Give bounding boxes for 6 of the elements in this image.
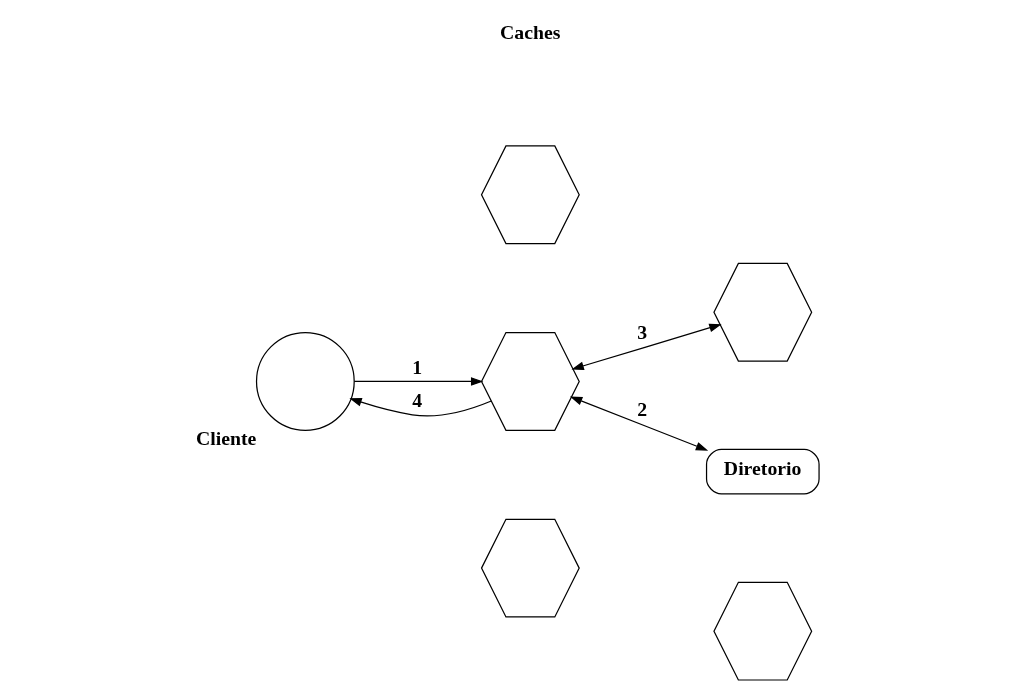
edge-label: 1 [412,355,423,378]
node-label: Cliente [195,426,257,449]
edge-label: 2 [637,397,648,420]
edge-label: 4 [412,389,423,412]
label: Caches [500,20,561,43]
edge-label: 3 [637,321,648,344]
